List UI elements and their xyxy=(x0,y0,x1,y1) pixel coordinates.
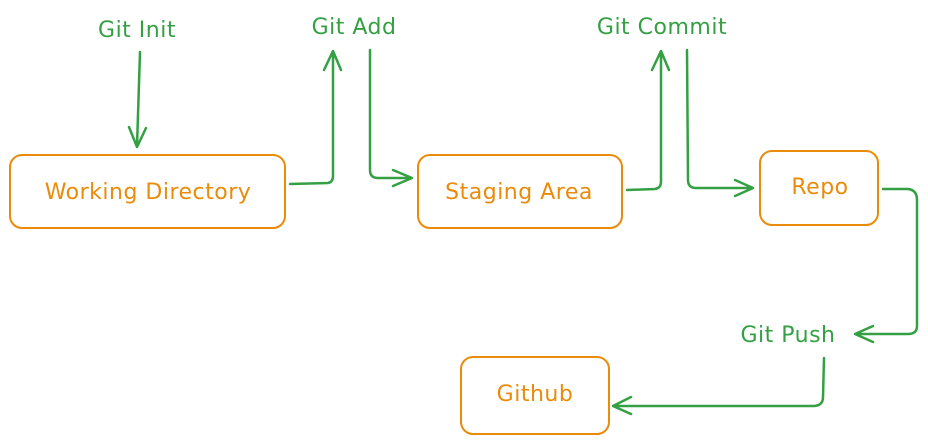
git-init-label: Git Init xyxy=(98,18,176,43)
git-add-label: Git Add xyxy=(312,15,397,40)
repo-to-git-push-arrow xyxy=(853,187,919,344)
github-box xyxy=(460,356,610,435)
staging-area-node: Staging Area xyxy=(417,154,623,229)
working-directory-box xyxy=(9,154,286,229)
repo-node: Repo xyxy=(759,150,879,226)
github-node: Github xyxy=(460,356,610,435)
git-init-arrow xyxy=(127,50,148,149)
working-directory-label: Working Directory xyxy=(45,180,252,205)
working-directory-node: Working Directory xyxy=(9,154,286,229)
git-push-label: Git Push xyxy=(740,323,835,348)
working-directory-to-git-add-arrow xyxy=(288,49,343,186)
git-commit-label: Git Commit xyxy=(597,15,727,40)
repo-box xyxy=(759,150,879,226)
git-push-to-github-arrow xyxy=(611,356,826,416)
github-label: Github xyxy=(497,382,574,407)
staging-area-label: Staging Area xyxy=(445,180,593,205)
repo-label: Repo xyxy=(791,175,848,200)
staging-to-git-commit-arrow xyxy=(625,49,671,192)
git-commit-to-repo-arrow xyxy=(685,48,755,198)
git-add-to-staging-arrow xyxy=(368,48,414,188)
staging-area-box xyxy=(417,154,623,229)
